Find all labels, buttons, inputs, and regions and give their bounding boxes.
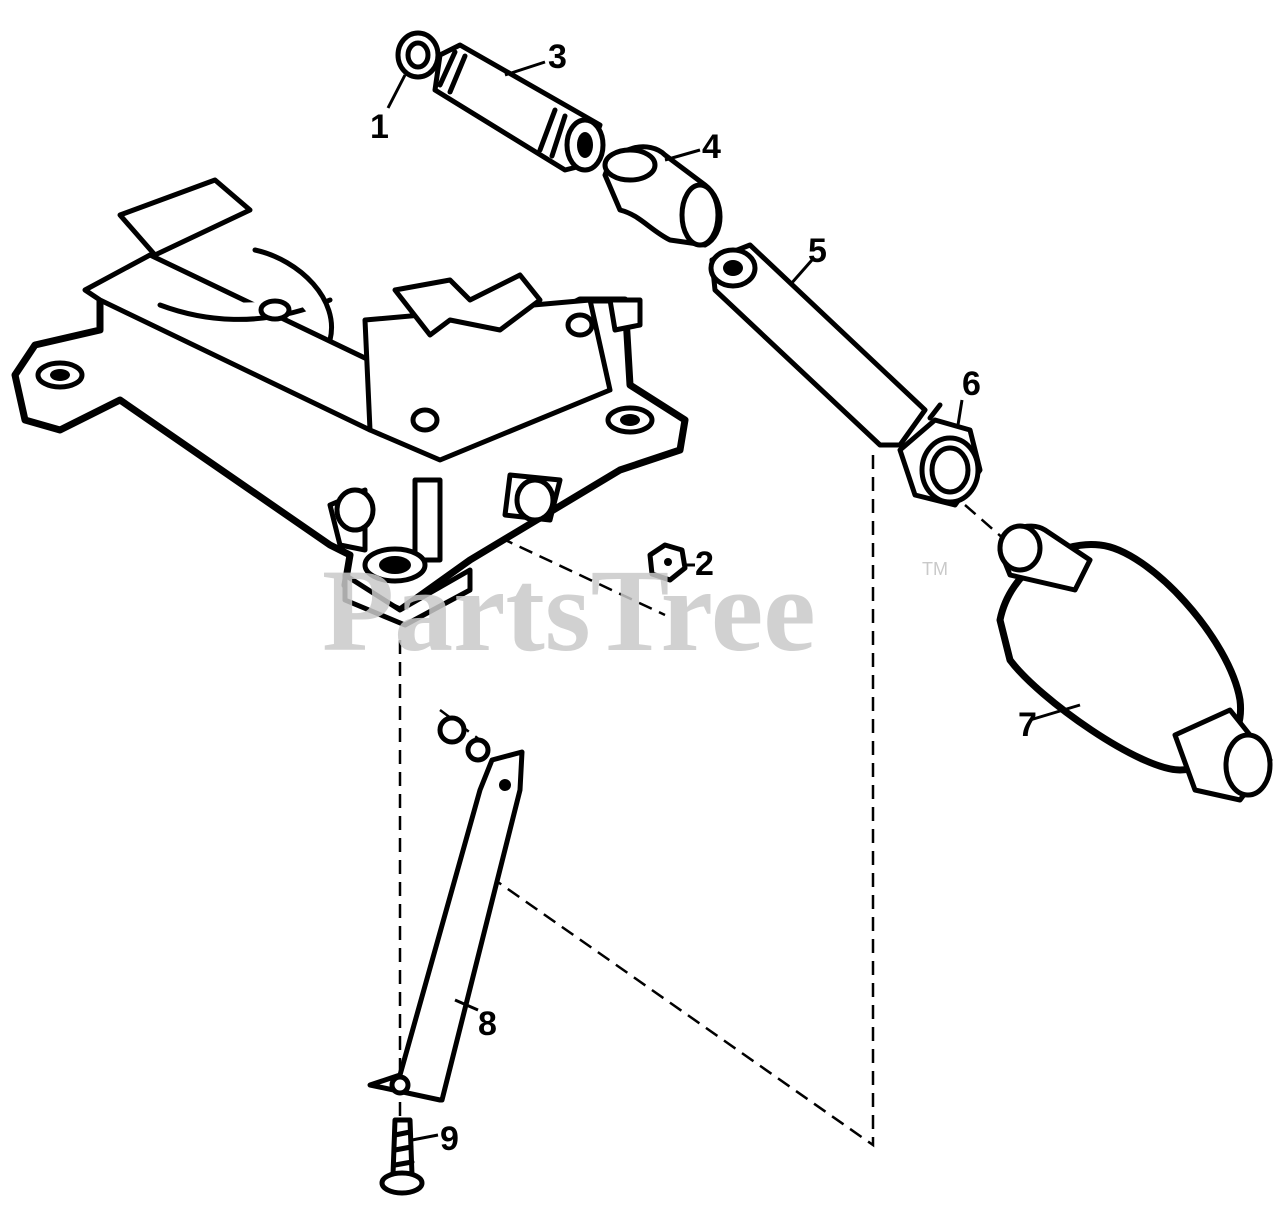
callout-2: 2 [695, 545, 714, 583]
watermark-text: PartsTree [322, 545, 816, 676]
pipe-clamp-part-6 [897, 402, 983, 508]
straight-pipe-part-5 [708, 242, 928, 448]
clamp-ring-part-1 [395, 30, 441, 80]
trademark-symbol: TM [922, 559, 948, 579]
callout-8: 8 [478, 1005, 497, 1043]
callout-7: 7 [1018, 706, 1037, 744]
callout-6: 6 [962, 365, 981, 403]
callout-5: 5 [808, 232, 827, 270]
callout-4: 4 [702, 128, 721, 166]
callout-3: 3 [548, 38, 567, 76]
bolt-part-9 [379, 1117, 425, 1196]
callout-9: 9 [440, 1120, 459, 1158]
callout-leaders [386, 60, 1081, 1142]
pipe-nipple-part-3 [432, 42, 606, 173]
elbow-fitting-part-4 [602, 144, 723, 248]
callout-1: 1 [370, 108, 389, 146]
engine-housing [11, 177, 689, 628]
muffler-part-7 [996, 523, 1273, 803]
hex-nut-part-2 [647, 542, 688, 583]
callout-numbers: 1 2 3 4 5 6 7 8 9 [370, 38, 1037, 1158]
watermark: PartsTree TM [322, 545, 948, 676]
bracket-part-8 [367, 715, 525, 1103]
